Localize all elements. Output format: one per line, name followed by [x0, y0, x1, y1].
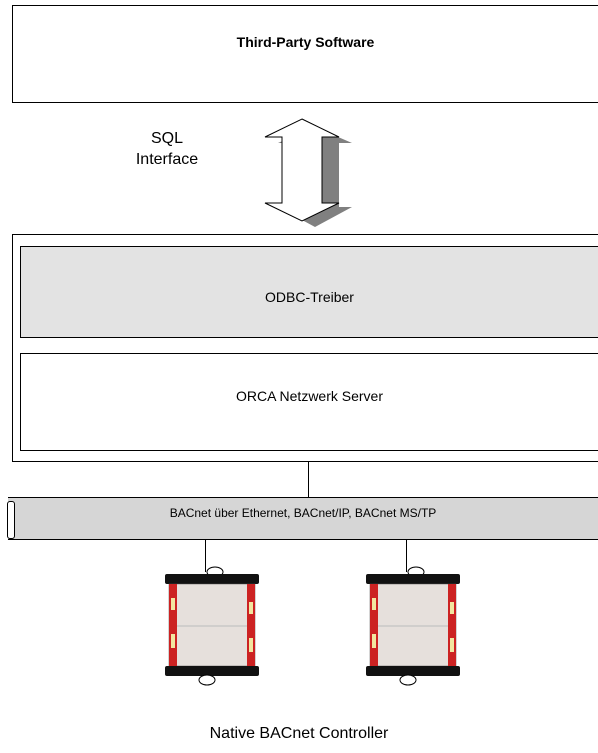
bacnet-bus-label: BACnet über Ethernet, BACnet/IP, BACnet …: [169, 506, 437, 520]
arrow-main: [264, 118, 340, 222]
arrow-shadow: [278, 127, 352, 227]
server-bus-connector: [308, 462, 309, 498]
controllers-caption: Native BACnet Controller: [209, 725, 389, 742]
orca-server-label: ORCA Netzwerk Server: [235, 388, 384, 404]
sql-interface-label: SQL Interface: [112, 128, 222, 170]
odbc-driver-label: ODBC-Treiber: [265, 289, 354, 305]
orca-server-box: ORCA Netzwerk Server: [20, 353, 598, 451]
bus-controller-connector-2: [406, 540, 407, 572]
odbc-driver-box: ODBC-Treiber: [20, 246, 598, 338]
sql-label-line1: SQL: [150, 130, 183, 147]
bus-controller-connector-1: [205, 540, 206, 572]
third-party-software-box: Third-Party Software: [12, 5, 598, 103]
bacnet-bus: BACnet über Ethernet, BACnet/IP, BACnet …: [7, 497, 598, 540]
sql-label-line2: Interface: [135, 151, 199, 168]
bus-end-cap: [7, 501, 15, 539]
third-party-software-title: Third-Party Software: [236, 34, 375, 50]
